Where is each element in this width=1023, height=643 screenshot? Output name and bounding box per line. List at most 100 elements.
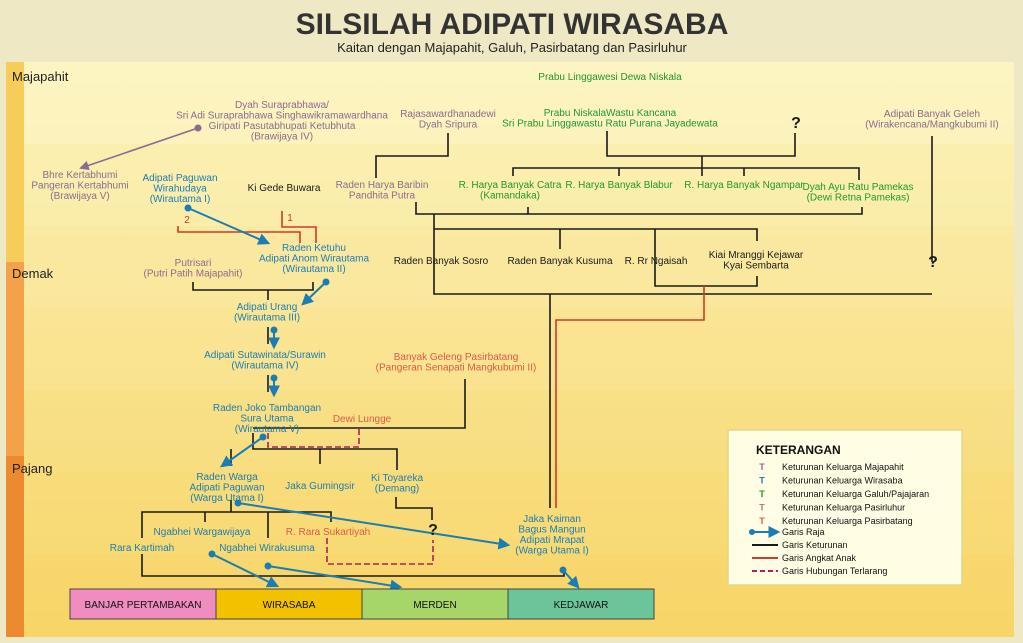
region-label: MERDEN [413, 600, 456, 611]
legend-label: Keturunan Keluarga Wirasaba [782, 476, 903, 486]
person-line: (Wirautama I) [150, 194, 211, 205]
legend-marker: T [759, 476, 765, 486]
person-line: Raden Joko Tambangan [213, 403, 321, 414]
person-line: ? [791, 115, 801, 132]
person-line: Ngabhei Wirakusuma [219, 543, 315, 554]
person-q2: ? [928, 254, 938, 271]
forbidden-line [326, 538, 434, 565]
adoption-marker-1: 1 [287, 213, 293, 224]
person-line: Sura Utama [240, 414, 294, 425]
person-line: (Wirautama III) [234, 313, 300, 324]
legend-label: Keturunan Keluarga Pasirbatang [782, 516, 913, 526]
era-label-pajang: Pajang [12, 461, 52, 476]
legend-marker: T [759, 489, 765, 499]
person-line: (Wirautama V) [235, 424, 299, 435]
royal-line [237, 502, 511, 550]
royal-line-dot [559, 566, 567, 574]
person-geleng: Banyak Geleng Pasirbatang(Pangeran Senap… [376, 352, 537, 374]
background-band [6, 226, 1014, 308]
person-line: Adipati Mrapat [520, 535, 585, 546]
person-line: R. Harya Banyak Ngampar [684, 180, 804, 191]
region-box [361, 588, 509, 620]
region-box [215, 588, 363, 620]
background-band [6, 62, 1014, 144]
royal-line [267, 565, 403, 592]
legend: KETERANGAN T Keturunan Keluarga Majapahit… [727, 429, 963, 586]
legend-label: Garis Keturunan [782, 540, 848, 550]
person-q3: ? [428, 522, 438, 539]
legend-label: Keturunan Keluarga Majapahit [782, 462, 904, 472]
person-line: Prabu Linggawesi Dewa Niskala [538, 72, 682, 83]
person-ngaisah: R. Rr Ngaisah [625, 256, 688, 267]
person-line: Adipati Anom Wirautama [259, 254, 369, 265]
region-label: KEDJAWAR [554, 600, 609, 611]
person-line: Pandhita Putra [349, 191, 416, 202]
descent-line [433, 214, 932, 295]
person-line: (Wirautama II) [282, 264, 345, 275]
person-line: (Demang) [375, 484, 419, 495]
person-line: (Wirautama IV) [231, 361, 298, 372]
descent-line [192, 282, 314, 291]
forbidden-lines [267, 428, 434, 565]
person-line: (Warga Utama I) [515, 546, 589, 557]
era-bar-majapahit [6, 62, 24, 262]
person-line: Sri Prabu Linggawastu Ratu Purana Jayade… [502, 119, 718, 130]
royal-line-dot [208, 550, 216, 558]
person-line: Raden Banyak Sosro [394, 256, 489, 267]
person-lungge: Dewi Lungge [333, 414, 392, 425]
background-band [6, 308, 1014, 390]
person-line: (Wirakencana/Mangkubumi II) [865, 120, 998, 131]
legend-label: Garis Hubungan Terlarang [782, 566, 887, 576]
person-line: Kiai Mranggi Kejawar [709, 250, 804, 261]
legend-marker: T [759, 503, 765, 513]
royal-line-dots [184, 204, 567, 574]
person-gumingsir: Jaka Gumingsir [285, 481, 355, 492]
person-line: Raden Harya Baribin [336, 180, 429, 191]
descent-line [527, 207, 863, 215]
person-sukartiyah: R. Rara Sukartiyah [286, 527, 370, 538]
adoption-line [281, 211, 317, 243]
royal-line [301, 281, 327, 306]
person-line: (Warga Utama I) [190, 493, 264, 504]
person-line: Sri Adi Suraprabhawa Singhawikramawardha… [176, 111, 388, 122]
royal-line [562, 569, 580, 589]
royal-line [220, 436, 264, 468]
person-linggawesi: Prabu Linggawesi Dewa Niskala [538, 72, 682, 83]
person-line: Jaka Kaiman [523, 514, 581, 525]
royal-line-dot [322, 278, 330, 286]
person-line: (Pangeran Senapati Mangkubumi II) [376, 363, 537, 374]
person-line: Wirahudaya [153, 184, 207, 195]
person-line: Rara Kartimah [110, 543, 174, 554]
person-line: R. Harya Banyak Catra [459, 180, 562, 191]
forbidden-line [267, 428, 360, 448]
legend-label: Keturunan Keluarga Pasirluhur [782, 503, 905, 513]
majapahit-line [79, 127, 199, 171]
legend-label: Keturunan Keluarga Galuh/Pajajaran [782, 489, 929, 499]
person-line: ? [428, 522, 438, 539]
royal-line-dot [259, 433, 267, 441]
person-wargawijaya: Ngabhei Wargawijaya [154, 527, 251, 538]
person-buwara: Ki Gede Buwara [248, 183, 321, 194]
person-line: Bagus Mangun [518, 525, 585, 536]
page-subtitle: Kaitan dengan Majapahit, Galuh, Pasirbat… [337, 40, 687, 55]
region-box [69, 588, 217, 620]
descent-lines [141, 131, 933, 577]
legend-marker: T [759, 462, 765, 472]
person-toyareka: Ki Toyareka(Demang) [371, 473, 424, 495]
background-band [6, 144, 1014, 226]
person-wirakusuma: Ngabhei Wirakusuma [219, 543, 315, 554]
adoption-line [555, 286, 705, 508]
person-kartimah: Rara Kartimah [110, 543, 174, 554]
legend-title: KETERANGAN [756, 443, 841, 457]
person-line: Bhre Kertabhumi [42, 170, 117, 181]
person-line: Ki Gede Buwara [248, 183, 321, 194]
person-line: Ngabhei Wargawijaya [154, 527, 251, 538]
